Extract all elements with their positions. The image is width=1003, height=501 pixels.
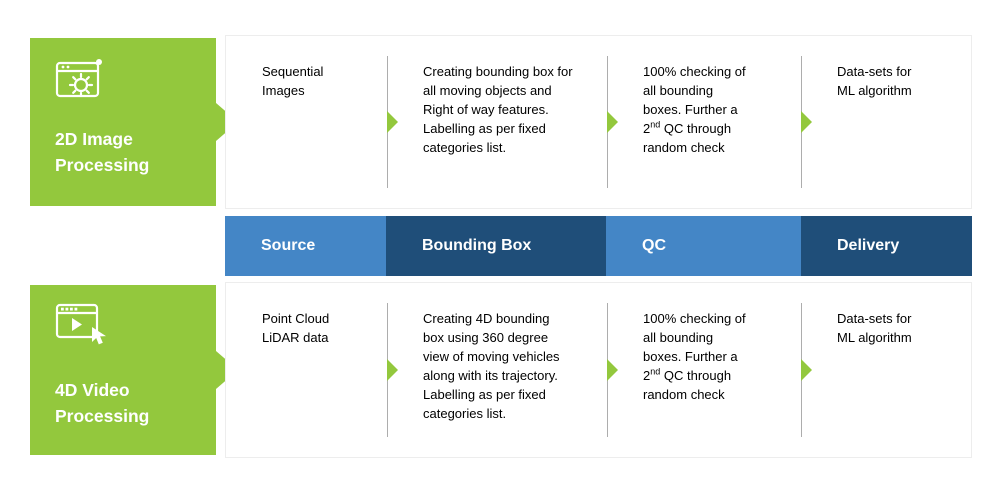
stage-box-2d-image-processing: 2D Image Processing [30, 38, 238, 206]
content-row-4d: Point Cloud LiDAR data Creating 4D bound… [225, 282, 972, 458]
content-row-2d: Sequential Images Creating bounding box … [225, 35, 972, 209]
header-qc: QC [606, 216, 801, 276]
flow-arrow-icon [387, 111, 398, 133]
cell-2d-qc: 100% checking of all bounding boxes. Fur… [607, 36, 801, 208]
stage-title-4d: 4D Video Processing [55, 380, 150, 426]
qc-text-sup: nd [650, 119, 661, 130]
header-bounding-box: Bounding Box [386, 216, 606, 276]
flow-arrow-icon [801, 359, 812, 381]
cell-2d-source: Sequential Images [262, 64, 324, 98]
cell-4d-source: Point Cloud LiDAR data [262, 311, 330, 345]
qc-text-pre: 100% checking of all bounding boxes. Fur… [643, 64, 746, 136]
qc-text-pre: 100% checking of all bounding boxes. Fur… [643, 311, 746, 383]
column-header-bar: Source Bounding Box QC Delivery [225, 216, 972, 276]
stage-box-4d-video-processing: 4D Video Processing [30, 285, 238, 455]
cell-4d-delivery: Data-sets for ML algorithm [837, 311, 912, 345]
flow-arrow-icon [607, 359, 618, 381]
window-gear-icon [55, 56, 107, 107]
cell-2d-bounding-box: Creating bounding box for all moving obj… [423, 64, 573, 155]
cell-4d-bounding-box: Creating 4D bounding box using 360 degre… [423, 311, 560, 421]
cell-4d-qc: 100% checking of all bounding boxes. Fur… [607, 283, 801, 457]
stage-title-2d: 2D Image Processing [55, 129, 150, 175]
video-play-click-icon [55, 303, 111, 358]
flow-arrow-icon [607, 111, 618, 133]
qc-text-post: QC through random check [643, 368, 732, 402]
flow-arrow-icon [387, 359, 398, 381]
qc-text-post: QC through random check [643, 121, 732, 155]
header-source: Source [225, 216, 386, 276]
flow-arrow-icon [801, 111, 812, 133]
cell-2d-delivery: Data-sets for ML algorithm [837, 64, 912, 98]
qc-text-sup: nd [650, 366, 661, 377]
header-delivery: Delivery [801, 216, 972, 276]
